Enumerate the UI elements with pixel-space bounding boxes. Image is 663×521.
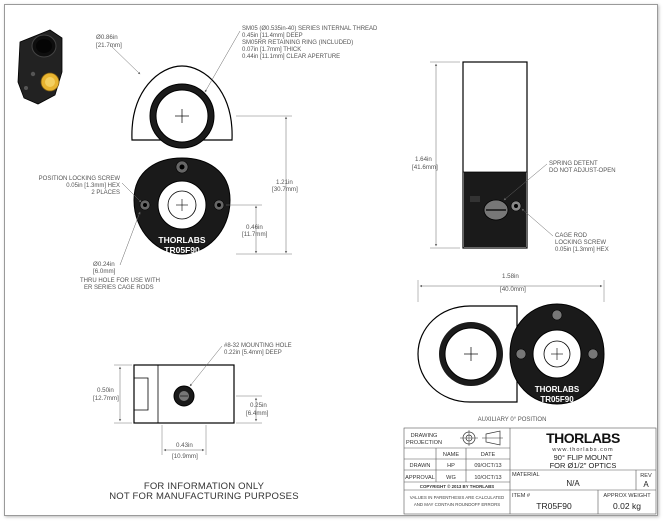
drawn-date: 09/OCT/13: [474, 463, 501, 469]
bottom-width-dim-mm: [10.9mm]: [172, 453, 198, 460]
approval-name: WG: [446, 475, 456, 481]
aux-brand-label: THORLABS: [535, 385, 580, 394]
front-view-annotations: Ø0.86in [21.7mm] SM05 (Ø0.535in-40) SERI…: [39, 26, 378, 291]
col-date-header: DATE: [481, 452, 496, 458]
bottom-width-dim: 0.43in: [176, 442, 193, 449]
bottom-view: [133, 364, 235, 424]
weight-label: APPROX WEIGHT: [603, 493, 651, 499]
aux-width-dim-mm: [40.0mm]: [500, 286, 526, 293]
copyright-note: COPYRIGHT © 2013 BY THORLABS: [420, 484, 494, 489]
title-block: DRAWING PROJECTION NAME DATE DRAWN HP 09…: [403, 427, 657, 515]
tolerance-note-2: AND MAY CONTAIN ROUNDOFF ERRORS: [414, 502, 500, 507]
cage-screw-note-3: 0.05in [1.3mm] HEX: [555, 247, 609, 253]
front-view: THORLABS TR05F90: [131, 65, 233, 255]
bottom-height-left-mm: [12.7mm]: [93, 395, 119, 402]
bottom-height-right: 0.25in: [250, 402, 267, 409]
auxiliary-view: THORLABS TR05F90: [417, 303, 605, 405]
rev-value: A: [643, 480, 649, 489]
mount-hole-note-1: #8-32 MOUNTING HOLE: [224, 343, 292, 349]
cage-screw-note-2: LOCKING SCREW: [555, 240, 606, 246]
bottom-height-left: 0.50in: [97, 387, 114, 394]
disclaimer-footer: FOR INFORMATION ONLY NOT FOR MANUFACTURI…: [84, 482, 324, 502]
drawn-name: HP: [447, 463, 455, 469]
drawing-sheet: [4, 4, 658, 516]
thru-hole-dia: Ø0.24in: [93, 261, 115, 268]
side-height-dim: 1.64in: [415, 156, 432, 163]
thru-hole-note-1: THRU HOLE FOR USE WITH: [80, 278, 160, 284]
aux-part-label: TR05F90: [540, 395, 574, 404]
aux-caption: AUXILIARY 0° POSITION: [478, 417, 547, 423]
drawing-projection-label-2: PROJECTION: [406, 440, 442, 446]
disclaimer-line1: FOR INFORMATION ONLY: [143, 481, 265, 492]
thread-note-1: SM05 (Ø0.535in-40) SERIES INTERNAL THREA…: [242, 26, 378, 32]
iso-product-thumbnail: [17, 29, 63, 105]
height-total-dim: 1.21in: [276, 179, 293, 186]
locking-screw-note-1: POSITION LOCKING SCREW: [39, 176, 121, 182]
detent-note-2: DO NOT ADJUST-OPEN: [549, 168, 616, 174]
front-part-label: TR05F90: [164, 245, 200, 255]
thread-note-4: 0.07in [1.7mm] THICK: [242, 47, 301, 53]
bottom-view-annotations: #8-32 MOUNTING HOLE 0.22in [5.4mm] DEEP …: [93, 343, 292, 460]
thru-hole-note-2: ER SERIES CAGE RODS: [84, 285, 154, 291]
col-name-header: NAME: [443, 452, 459, 458]
locking-screw-note-2: 0.05in [1.3mm] HEX: [66, 183, 120, 189]
disclaimer-line2: NOT FOR MANUFACTURING PURPOSES: [109, 491, 299, 502]
bottom-height-right-mm: [6.4mm]: [246, 410, 269, 417]
side-height-dim-mm: [41.6mm]: [412, 164, 438, 171]
thorlabs-logo: THORLABS: [546, 430, 620, 446]
height-total-dim-mm: [30.7mm]: [272, 186, 298, 193]
drawn-label: DRAWN: [410, 463, 431, 469]
front-brand-label: THORLABS: [158, 235, 206, 245]
aux-width-dim: 1.58in: [502, 273, 519, 280]
side-view: [462, 61, 528, 249]
cage-screw-note-1: CAGE ROD: [555, 233, 588, 239]
height-center-dim-mm: [11.7mm]: [242, 231, 268, 238]
item-label: ITEM #: [512, 493, 531, 499]
height-center-dim: 0.46in: [246, 224, 263, 231]
drawing-title-line2: FOR Ø1/2" OPTICS: [550, 461, 617, 470]
drawing-title-line1: 90° FLIP MOUNT: [554, 453, 613, 462]
projection-symbol-icon: [460, 430, 503, 446]
material-label: MATERIAL: [512, 472, 540, 478]
mount-hole-note-2: 0.22in [5.4mm] DEEP: [224, 350, 282, 356]
thread-note-5: 0.44in [11.1mm] CLEAR APERTURE: [242, 54, 340, 60]
outer-diameter-dim: Ø0.86in: [96, 34, 118, 41]
thru-hole-dia-mm: [6.0mm]: [93, 268, 116, 275]
thread-note-2: 0.45in [11.4mm] DEEP: [242, 33, 303, 39]
approval-date: 10/OCT/13: [474, 475, 501, 481]
thread-note-3: SM05RR RETAINING RING (INCLUDED): [242, 40, 353, 46]
approval-label: APPROVAL: [405, 475, 435, 481]
detent-note-1: SPRING DETENT: [549, 161, 598, 167]
tolerance-note-1: VALUES IN PARENTHESIS ARE CALCULATED: [410, 495, 504, 500]
outer-diameter-dim-mm: [21.7mm]: [96, 42, 122, 49]
drawing-projection-label-1: DRAWING: [411, 433, 438, 439]
auxiliary-view-annotations: 1.58in [40.0mm] AUXILIARY 0° POSITION: [417, 273, 605, 423]
material-value: N/A: [566, 479, 580, 488]
weight-value: 0.02 kg: [613, 501, 641, 511]
side-view-annotations: 1.64in [41.6mm] SPRING DETENT DO NOT ADJ…: [412, 61, 616, 253]
rev-label: REV: [640, 473, 652, 479]
locking-screw-note-3: 2 PLACES: [91, 190, 120, 196]
item-value: TR05F90: [536, 501, 572, 511]
thorlabs-website: www.thorlabs.com: [551, 447, 613, 453]
